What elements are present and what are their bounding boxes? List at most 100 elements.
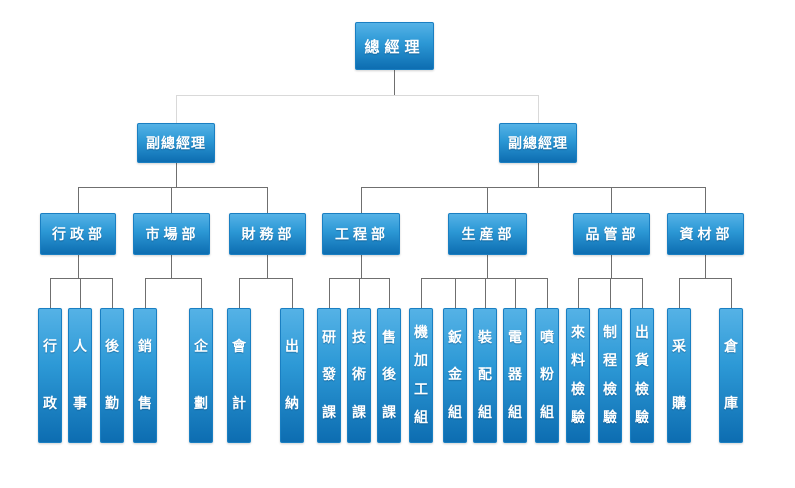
vertical-char: 采	[672, 339, 686, 356]
vertical-char: 售	[138, 395, 152, 412]
vertical-char: 計	[232, 395, 246, 412]
vertical-char: 來	[571, 325, 585, 342]
vertical-char: 事	[73, 395, 87, 412]
vertical-char: 金	[448, 367, 462, 384]
connector-vertical	[421, 278, 422, 308]
connector-vertical	[679, 278, 680, 308]
connector-vertical	[705, 187, 706, 213]
vertical-char: 鈑	[448, 329, 462, 346]
node-unit-powder-coating-group: 噴粉組	[535, 308, 559, 443]
vertical-char: 驗	[571, 409, 585, 426]
connector-vertical	[201, 278, 202, 308]
vertical-char: 機	[414, 325, 428, 342]
vertical-char: 課	[322, 405, 336, 422]
connector-vertical	[78, 255, 79, 278]
vertical-char: 勤	[105, 395, 119, 412]
node-unit-hr: 人事	[68, 308, 92, 443]
vertical-char: 後	[105, 339, 119, 356]
node-admin-dept: 行政部	[40, 213, 116, 255]
node-deputy-gm-right: 副總經理	[499, 123, 577, 163]
vertical-char: 組	[478, 405, 492, 422]
node-unit-sheet-metal-group: 鈑金組	[443, 308, 467, 443]
node-unit-incoming-inspection: 來料檢驗	[566, 308, 590, 443]
connector-vertical	[487, 187, 488, 213]
vertical-char: 研	[322, 329, 336, 346]
vertical-char: 器	[508, 367, 522, 384]
vertical-char: 配	[478, 367, 492, 384]
connector-vertical	[239, 278, 240, 308]
node-unit-rnd-section: 研發課	[317, 308, 341, 443]
node-unit-planning: 企劃	[189, 308, 213, 443]
connector-horizontal	[176, 95, 539, 96]
connector-horizontal	[239, 278, 293, 279]
vertical-char: 課	[352, 405, 366, 422]
vertical-char: 售	[382, 329, 396, 346]
connector-vertical	[145, 278, 146, 308]
connector-horizontal	[361, 187, 706, 188]
connector-vertical	[642, 278, 643, 308]
connector-vertical	[455, 278, 456, 308]
vertical-char: 政	[43, 395, 57, 412]
connector-vertical	[610, 278, 611, 308]
vertical-char: 技	[352, 329, 366, 346]
vertical-char: 檢	[635, 381, 649, 398]
connector-vertical	[394, 70, 395, 95]
connector-horizontal	[50, 278, 113, 279]
connector-vertical	[487, 255, 488, 278]
vertical-char: 組	[414, 409, 428, 426]
connector-vertical	[171, 255, 172, 278]
vertical-char: 出	[635, 325, 649, 342]
connector-vertical	[389, 278, 390, 308]
connector-horizontal	[78, 187, 268, 188]
connector-horizontal	[679, 278, 732, 279]
vertical-char: 會	[232, 339, 246, 356]
vertical-char: 課	[382, 405, 396, 422]
vertical-char: 料	[571, 353, 585, 370]
node-unit-process-inspection: 制程檢驗	[598, 308, 622, 443]
vertical-char: 檢	[603, 381, 617, 398]
node-production-dept: 生産部	[448, 213, 527, 255]
connector-vertical	[578, 278, 579, 308]
vertical-char: 驗	[635, 409, 649, 426]
node-unit-accounting: 會計	[227, 308, 251, 443]
node-unit-outgoing-inspection: 出貨檢驗	[630, 308, 654, 443]
vertical-char: 組	[448, 405, 462, 422]
connector-vertical	[485, 278, 486, 308]
node-engineering-dept: 工程部	[322, 213, 400, 255]
vertical-char: 倉	[724, 339, 738, 356]
vertical-char: 加	[414, 353, 428, 370]
connector-vertical	[78, 187, 79, 213]
node-unit-aftersales-section: 售後課	[377, 308, 401, 443]
connector-vertical	[176, 163, 177, 187]
node-marketing-dept: 市場部	[133, 213, 210, 255]
node-unit-assembly-group: 裝配組	[473, 308, 497, 443]
node-unit-logistics: 後勤	[100, 308, 124, 443]
vertical-char: 後	[382, 367, 396, 384]
connector-vertical	[359, 278, 360, 308]
node-unit-machining-group: 機加工組	[409, 308, 433, 443]
connector-vertical	[611, 255, 612, 278]
vertical-char: 庫	[724, 395, 738, 412]
connector-vertical	[112, 278, 113, 308]
node-materials-dept: 資材部	[667, 213, 744, 255]
node-unit-electrical-group: 電器組	[503, 308, 527, 443]
vertical-char: 人	[73, 339, 87, 356]
node-deputy-gm-left: 副總經理	[137, 123, 215, 163]
vertical-char: 程	[603, 353, 617, 370]
node-unit-sales: 銷售	[133, 308, 157, 443]
node-finance-dept: 財務部	[229, 213, 306, 255]
vertical-char: 裝	[478, 329, 492, 346]
vertical-char: 發	[322, 367, 336, 384]
vertical-char: 貨	[635, 353, 649, 370]
connector-vertical	[538, 163, 539, 187]
vertical-char: 組	[540, 405, 554, 422]
vertical-char: 企	[194, 339, 208, 356]
connector-vertical	[329, 278, 330, 308]
vertical-char: 工	[414, 381, 428, 398]
vertical-char: 納	[285, 395, 299, 412]
vertical-char: 檢	[571, 381, 585, 398]
connector-vertical	[267, 255, 268, 278]
connector-vertical	[292, 278, 293, 308]
vertical-char: 出	[285, 339, 299, 356]
vertical-char: 購	[672, 395, 686, 412]
